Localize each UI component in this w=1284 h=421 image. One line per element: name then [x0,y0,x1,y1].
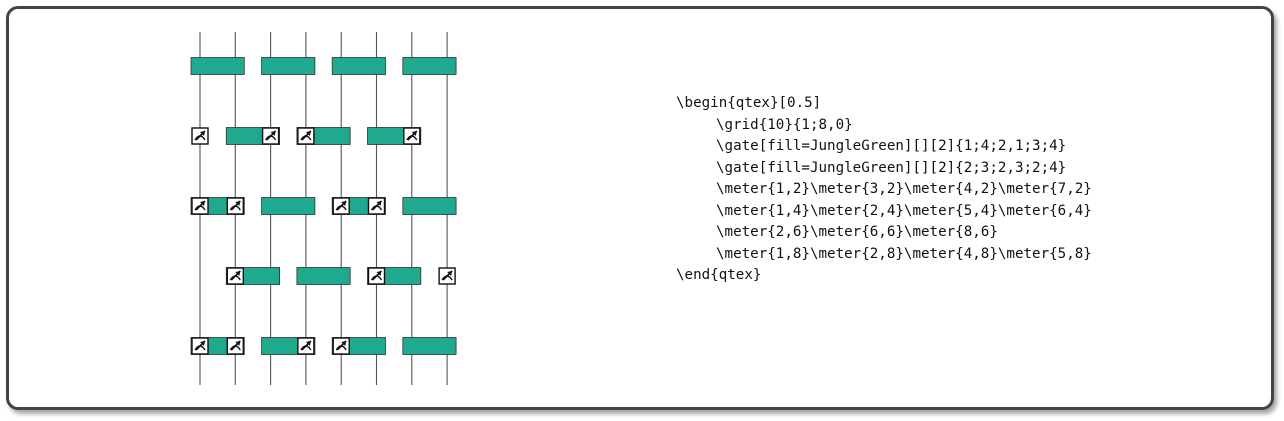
qtex-code-listing: \begin{qtex}[0.5] \grid{10}{1;8,0} \gate[f… [676,93,1092,287]
meter-icon [332,337,350,355]
gates-layer [190,57,457,355]
meter-icon [367,267,386,285]
meter-icon [191,337,209,355]
meter-icon [191,127,209,145]
meter-icon [191,197,209,215]
gate-8-7 [402,337,457,355]
meter-icon [297,127,315,145]
meter-icon [297,337,315,355]
code-line-end: \end{qtex} [676,267,762,283]
meters-layer [191,127,456,355]
meter-icon [226,197,245,215]
code-line-gate-2: \gate[fill=JungleGreen][][2]{2;3;2,3;2;4… [716,159,1067,176]
code-line-meters-row-8: \meter{1,8}\meter{2,8}\meter{4,8}\meter{… [716,245,1092,262]
gate-0-5 [331,57,386,75]
meter-icon [367,197,386,215]
meter-icon [261,127,280,145]
gate-4-3 [261,197,316,215]
gate-0-1 [190,57,245,75]
gate-6-4 [296,267,351,285]
meter-icon [226,267,245,285]
gate-0-7 [402,57,457,75]
meter-icon [226,337,245,355]
meter-icon [438,267,456,285]
code-line-begin: \begin{qtex}[0.5] [676,95,822,111]
code-line-grid: \grid{10}{1;8,0} [716,116,853,133]
code-line-meters-row-2: \meter{1,2}\meter{3,2}\meter{4,2}\meter{… [716,181,1092,197]
code-line-meters-row-6: \meter{2,6}\meter{6,6}\meter{8,6} [716,224,998,240]
code-line-gate-1: \gate[fill=JungleGreen][][2]{1;4;2,1;3;4… [716,138,1067,154]
gate-4-7 [402,197,457,215]
meter-icon [403,127,421,145]
gate-0-3 [261,57,316,75]
code-line-meters-row-4: \meter{1,4}\meter{2,4}\meter{5,4}\meter{… [716,202,1092,219]
meter-icon [332,197,350,215]
